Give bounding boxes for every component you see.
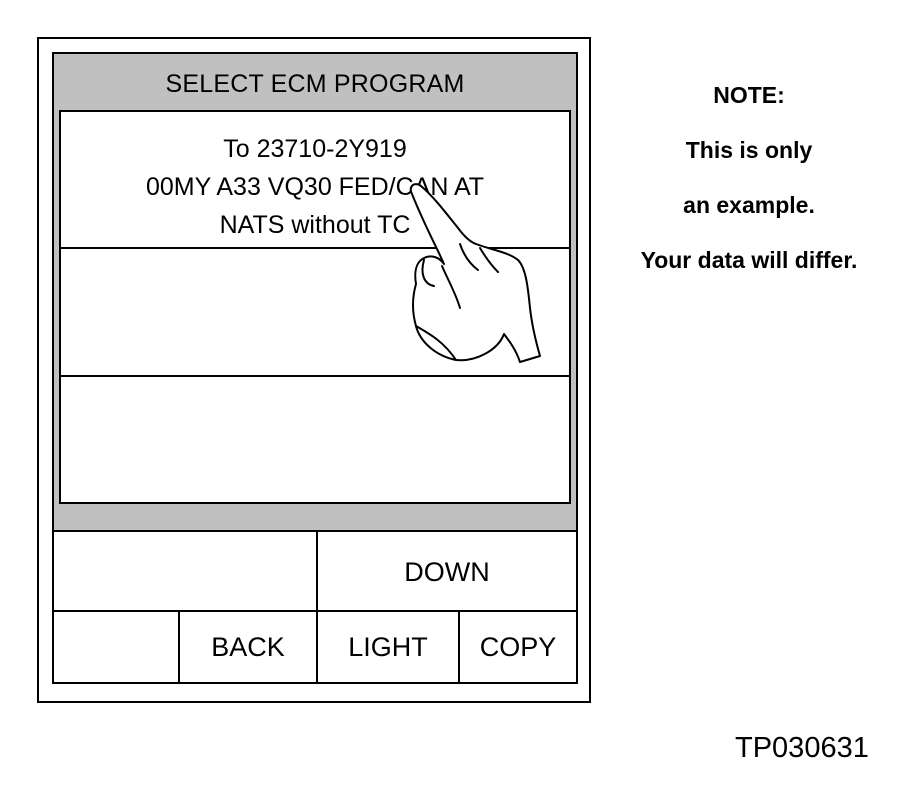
screen-title: SELECT ECM PROGRAM [165, 70, 465, 98]
list-item-line-3: NATS without TC [219, 211, 411, 239]
list-item-line-1: To 23710-2Y919 [223, 135, 407, 163]
blank-button-bottom[interactable] [54, 610, 180, 682]
light-button[interactable]: LIGHT [316, 610, 460, 682]
scan-tool-screen: SELECT ECM PROGRAM To 23710-2Y919 00MY A… [52, 52, 578, 684]
list-item-empty[interactable] [61, 377, 569, 502]
list-item-empty[interactable] [61, 249, 569, 377]
note-heading: NOTE: [713, 82, 785, 108]
figure-id: TP030631 [735, 732, 869, 764]
list-item-ecm-program[interactable]: To 23710-2Y919 00MY A33 VQ30 FED/CAN AT … [61, 112, 569, 249]
pointing-hand-icon [409, 183, 541, 363]
copy-button[interactable]: COPY [458, 610, 576, 682]
note-line-1: This is only [685, 137, 813, 163]
back-button[interactable]: BACK [178, 610, 318, 682]
note-line-2: an example. [683, 192, 815, 218]
blank-button-top[interactable] [54, 530, 318, 612]
down-button[interactable]: DOWN [316, 530, 576, 612]
note-box: NOTE: This is only an example. Your data… [605, 80, 893, 300]
note-line-3: Your data will differ. [640, 247, 858, 273]
